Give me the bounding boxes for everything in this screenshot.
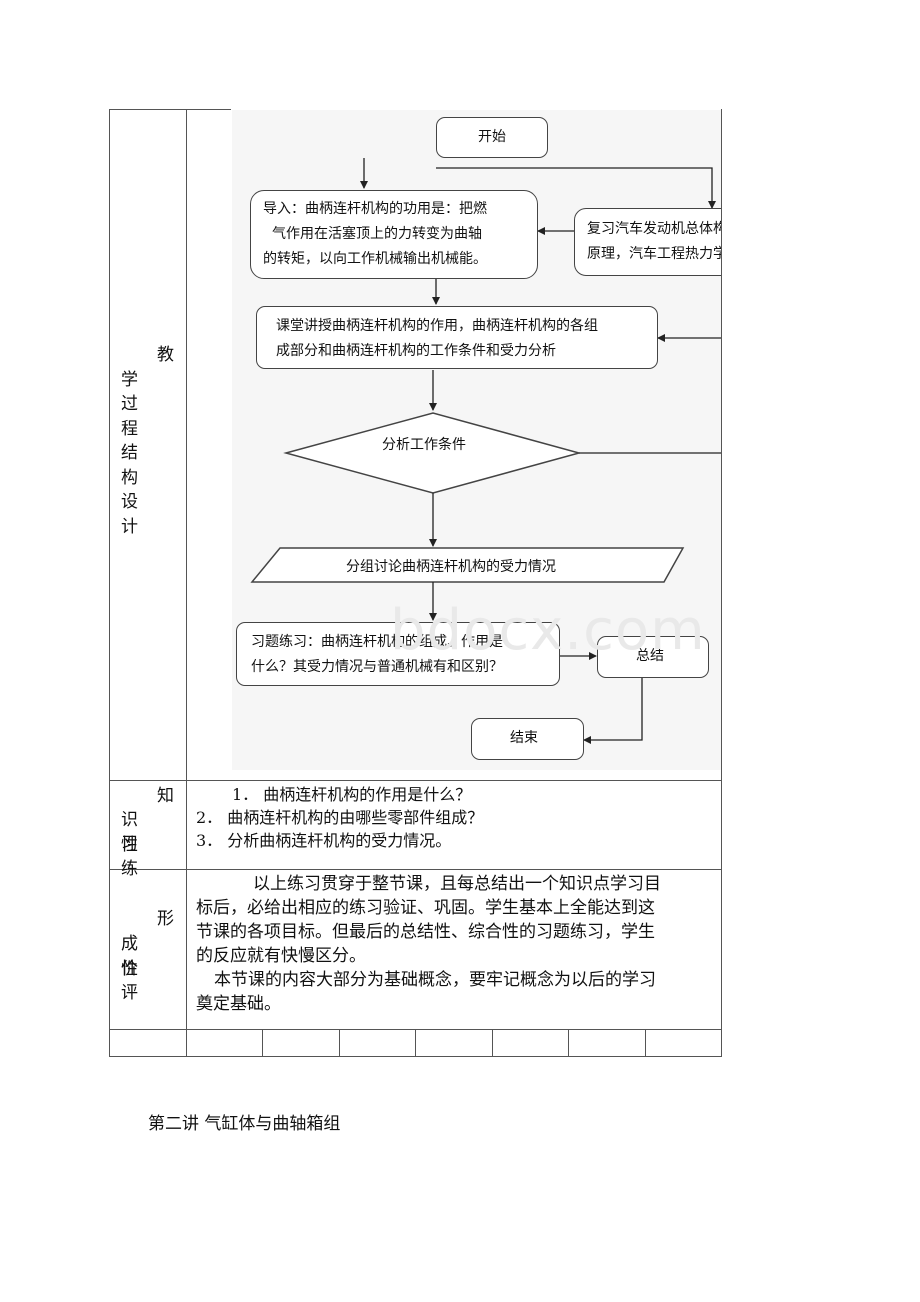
label-line: 形 [157,909,174,929]
watermark: bdocx.com [390,598,706,663]
empty-cell-divider [568,1029,569,1057]
label-char: 结 [121,443,138,463]
lesson-plan-table [109,109,722,1057]
label-char: 过 [121,394,138,414]
intro-line: 气作用在活塞顶上的力转变为曲轴 [272,226,482,242]
label-char: 教 [157,345,174,365]
exercise-node: 习题练习：曲柄连杆机构的组成、作用是 什么？其受力情况与普通机械有和区别？ [236,622,560,686]
empty-cell-divider [339,1029,340,1057]
review-line: 原理，汽车工程热力学基础 [587,246,721,262]
label-column-divider [186,109,187,1057]
table-border-top [109,109,231,110]
arrow-start-to-review [436,167,716,209]
label-line: 习 [121,834,138,854]
review-line: 复习汽车发动机总体构造及工作 [587,221,721,237]
evaluation-line: 标后，必给出相应的练习验证、巩固。学生基本上全能达到这 [196,898,655,918]
end-node: 结束 [471,718,584,760]
empty-cell-divider [645,1029,646,1057]
label-char: 计 [121,517,138,537]
label-char: 设 [121,492,138,512]
teaching-flowchart: 开始 导入：曲柄连杆机构的功用是：把燃 气作用在活塞顶上的力转变为曲轴 的转矩，… [232,110,721,770]
flowchart-connectors [250,158,721,744]
evaluation-line: 的反应就有快慢区分。 [196,946,366,966]
evaluation-line: 本节课的内容大部分为基础概念，要牢记概念为以后的学习 [214,970,656,990]
practice-item: 3． 分析曲柄连杆机构的受力情况。 [196,831,452,850]
table-border-right [721,109,722,1057]
intro-line: 导入：曲柄连杆机构的功用是：把燃 [263,201,487,217]
label-line: 价 [121,959,138,979]
intro-node: 导入：曲柄连杆机构的功用是：把燃 气作用在活塞顶上的力转变为曲轴 的转矩，以向工… [250,190,538,279]
row-divider-1 [109,780,722,781]
summary-node: 总结 [597,636,709,678]
exercise-line: 习题练习：曲柄连杆机构的组成、作用是 [251,634,503,650]
table-border-left [109,109,110,1057]
discussion-label: 分组讨论曲柄连杆机构的受力情况 [346,559,556,575]
evaluation-line: 奠定基础。 [196,994,281,1014]
empty-cell-divider [492,1029,493,1057]
decision-label: 分析工作条件 [382,437,466,453]
arrow-summary-to-end [583,678,643,744]
label-char: 构 [121,468,138,488]
end-label: 结束 [510,730,538,746]
lecture-line: 成部分和曲柄连杆机构的工作条件和受力分析 [276,343,556,359]
practice-item: 1． 曲柄连杆机构的作用是什么？ [232,785,472,804]
row-divider-2 [109,869,722,870]
label-char: 程 [121,419,138,439]
start-label: 开始 [478,129,506,145]
lecture-node: 课堂讲授曲柄连杆机构的作用，曲柄连杆机构的各组 成部分和曲柄连杆机构的工作条件和… [256,306,658,369]
label-char: 学 [121,370,138,390]
label-line: 成性评 [121,934,138,1003]
exercise-line: 什么？其受力情况与普通机械有和区别？ [251,659,503,675]
discussion-parallelogram [250,547,685,583]
label-line: 知 [157,786,174,806]
review-node: 复习汽车发动机总体构造及工作 原理，汽车工程热力学基础 [574,208,721,276]
summary-label: 总结 [636,648,664,664]
intro-line: 的转矩，以向工作机械输出机械能。 [263,251,487,267]
start-node: 开始 [436,117,548,158]
section-heading: 第二讲 气缸体与曲轴箱组 [148,1114,341,1134]
practice-item: 2． 曲柄连杆机构的由哪些零部件组成？ [196,808,484,827]
empty-cell-divider [262,1029,263,1057]
evaluation-line: 以上练习贯穿于整节课，且每总结出一个知识点学习目 [253,874,661,894]
empty-cell-divider [415,1029,416,1057]
evaluation-line: 节课的各项目标。但最后的总结性、综合性的习题练习，学生 [196,922,655,942]
lecture-line: 课堂讲授曲柄连杆机构的作用，曲柄连杆机构的各组 [276,318,598,334]
label-line: 识性练 [121,810,138,879]
